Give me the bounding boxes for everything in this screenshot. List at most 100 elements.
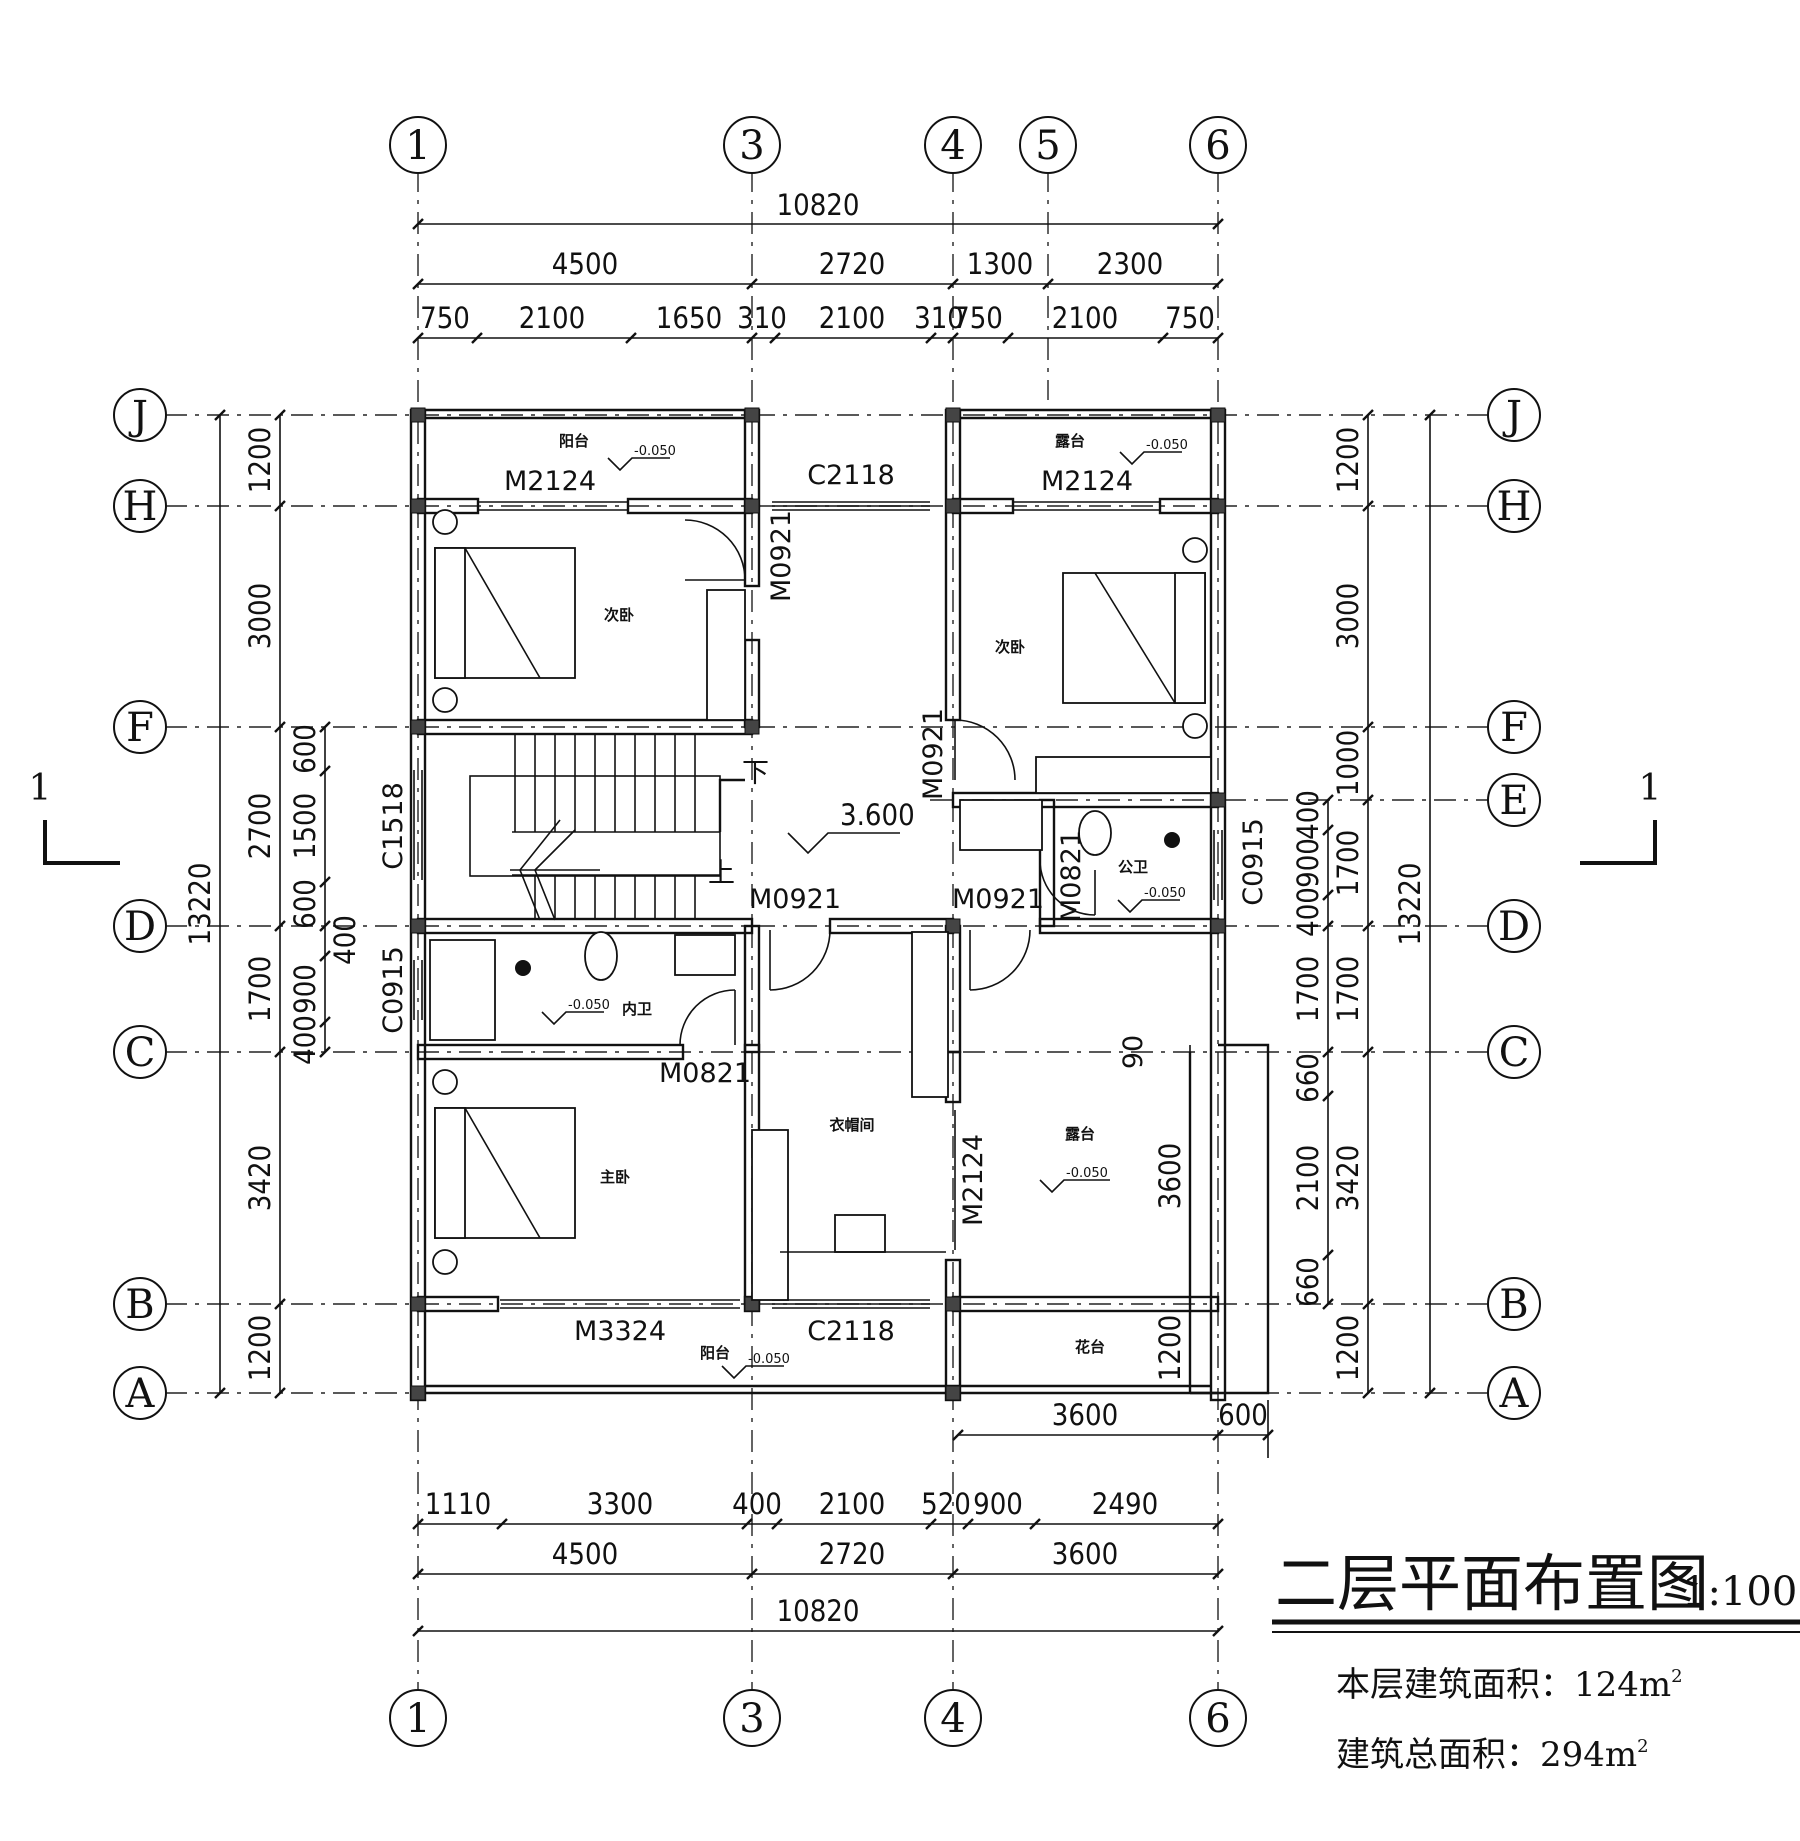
dim-left-1700: 1700 xyxy=(243,956,277,1022)
dim-left-d2: 600 xyxy=(288,879,322,929)
axis-label-D-right: D xyxy=(1498,904,1530,950)
dim-top-d2: 1650 xyxy=(656,301,722,335)
dim-bottom-d1: 3300 xyxy=(587,1487,653,1521)
axis-label-J: J xyxy=(128,393,148,439)
right-dimensions: 13220 1200 3000 1000 1700 1700 3420 1200… xyxy=(1291,409,1436,1399)
axis-bubbles-right: J H F E D C B A xyxy=(1487,388,1541,1420)
axis-label-4-bottom: 4 xyxy=(940,1696,965,1742)
dim-top-d0: 750 xyxy=(420,301,470,335)
dim-right-total: 13220 xyxy=(1393,863,1427,946)
section-mark-left: 1 xyxy=(29,768,120,865)
opening-c2118-top: C2118 xyxy=(807,460,895,491)
top-dimensions: 10820 4500 2720 1300 2300 750 2100 1650 … xyxy=(412,188,1224,344)
structural-columns xyxy=(410,407,1226,1401)
dim-right-1200b: 1200 xyxy=(1331,1315,1365,1381)
opening-c1518: C1518 xyxy=(378,782,409,870)
room-ensuite-bath: 内卫 xyxy=(622,1000,652,1018)
opening-labels: M2124 C2118 M2124 M0921 M0921 C1518 M092… xyxy=(378,460,1269,1347)
dim-bottom-2720: 2720 xyxy=(819,1537,885,1571)
opening-m0821-public: M0821 xyxy=(1056,830,1087,922)
dim-left-d3: 400 xyxy=(328,915,362,965)
dim-left-d0: 600 xyxy=(288,724,322,774)
walls xyxy=(409,408,1270,1402)
dim-terrace-3600: 3600 xyxy=(1052,1398,1118,1432)
drawing-scale: 1:100 xyxy=(1682,1569,1797,1615)
room-labels: 阳台 露台 次卧 次卧 公卫 内卫 衣帽间 主卧 露台 阳台 花台 xyxy=(559,432,1148,1362)
stair-down-label: 下 xyxy=(742,758,769,789)
section-label-left: 1 xyxy=(29,768,52,809)
axis-label-4: 4 xyxy=(940,123,965,169)
axis-bubbles-left: J H F D C B A xyxy=(113,388,167,1420)
axis-label-H-right: H xyxy=(1497,484,1532,530)
room-terrace-main: 露台 xyxy=(1065,1125,1095,1143)
dim-left-total: 13220 xyxy=(183,863,217,946)
axis-label-C: C xyxy=(125,1030,156,1076)
bed-master-bedroom xyxy=(432,1069,576,1275)
title-block: 二层平面布置图 1:100 本层建筑面积：124m2 建筑总面积：294m2 xyxy=(1272,1547,1800,1775)
door-swings xyxy=(413,501,1223,1309)
axis-label-6-bottom: 6 xyxy=(1205,1696,1230,1742)
dim-top-2720: 2720 xyxy=(819,247,885,281)
axis-label-B: B xyxy=(125,1282,154,1328)
dim-top-d1: 2100 xyxy=(519,301,585,335)
opening-m0921-d: M0921 xyxy=(952,884,1044,915)
dim-top-2300: 2300 xyxy=(1097,247,1163,281)
dim-top-1300: 1300 xyxy=(967,247,1033,281)
level-public-bath: -0.050 xyxy=(1144,886,1186,901)
room-second-bedroom-left: 次卧 xyxy=(604,606,634,624)
room-planter: 花台 xyxy=(1075,1338,1105,1356)
dim-right-3420: 3420 xyxy=(1331,1145,1365,1211)
axis-label-J-right: J xyxy=(1502,393,1522,439)
room-terrace-top: 露台 xyxy=(1055,432,1085,450)
level-terrace-top: -0.050 xyxy=(1146,438,1188,453)
opening-m2124-terrace: M2124 xyxy=(958,1134,989,1226)
axis-label-3-bottom: 3 xyxy=(739,1696,764,1742)
dim-bottom-d0: 1110 xyxy=(425,1487,491,1521)
dim-left-3000: 3000 xyxy=(243,583,277,649)
dim-top-d5: 310 xyxy=(914,301,964,335)
axis-label-6: 6 xyxy=(1205,123,1230,169)
dim-left-d4: 900 xyxy=(288,964,322,1014)
dim-top-d8: 750 xyxy=(1165,301,1215,335)
axis-label-F-right: F xyxy=(1500,705,1528,751)
staircase: 下 上 xyxy=(469,734,769,921)
floor-level-label: 3.600 xyxy=(840,798,915,832)
room-balcony-bottom: 阳台 xyxy=(700,1344,730,1362)
dim-left-2700: 2700 xyxy=(243,793,277,859)
dim-left-1200b: 1200 xyxy=(243,1315,277,1381)
dim-top-d6: 750 xyxy=(953,301,1003,335)
dim-bottom-d6: 2490 xyxy=(1092,1487,1158,1521)
dim-right-1200a: 1200 xyxy=(1331,427,1365,493)
dim-inner-3600: 3600 xyxy=(1153,1143,1187,1209)
dim-right-1000: 1000 xyxy=(1331,730,1365,796)
opening-m0921-a: M0921 xyxy=(766,510,797,602)
dim-top-4500: 4500 xyxy=(552,247,618,281)
dim-left-d1: 1500 xyxy=(288,793,322,859)
stair-up-label: 上 xyxy=(708,858,735,889)
dim-bottom-d3: 2100 xyxy=(819,1487,885,1521)
bottom-dimensions: 3600 600 1110 3300 400 2100 520 900 2490… xyxy=(412,1398,1274,1637)
dim-terrace-600: 600 xyxy=(1218,1398,1268,1432)
axis-label-D: D xyxy=(124,904,156,950)
opening-m2124-left: M2124 xyxy=(504,466,596,497)
dim-right-d5: 2100 xyxy=(1291,1145,1325,1211)
level-balcony-bottom: -0.050 xyxy=(748,1352,790,1367)
room-public-bath: 公卫 xyxy=(1118,858,1148,876)
dim-right-d1: 900 xyxy=(1291,838,1325,888)
axis-label-3: 3 xyxy=(739,123,764,169)
room-master-bedroom: 主卧 xyxy=(600,1168,630,1186)
opening-c0915-right: C0915 xyxy=(1238,818,1269,906)
axis-label-E-right: E xyxy=(1499,778,1528,824)
opening-m3324: M3324 xyxy=(574,1316,666,1347)
axis-bubbles-top: 1 3 4 5 6 xyxy=(389,116,1247,174)
dim-right-d4: 660 xyxy=(1291,1053,1325,1103)
dim-right-d6: 660 xyxy=(1291,1257,1325,1307)
opening-c2118-bottom: C2118 xyxy=(807,1316,895,1347)
dim-bottom-d2: 400 xyxy=(732,1487,782,1521)
dim-top-d3: 310 xyxy=(737,301,787,335)
dim-top-total: 10820 xyxy=(777,188,860,222)
axis-label-1: 1 xyxy=(405,123,430,169)
dim-bottom-d5: 900 xyxy=(973,1487,1023,1521)
dim-right-d3: 1700 xyxy=(1291,956,1325,1022)
bed-second-bedroom-left xyxy=(432,509,576,713)
